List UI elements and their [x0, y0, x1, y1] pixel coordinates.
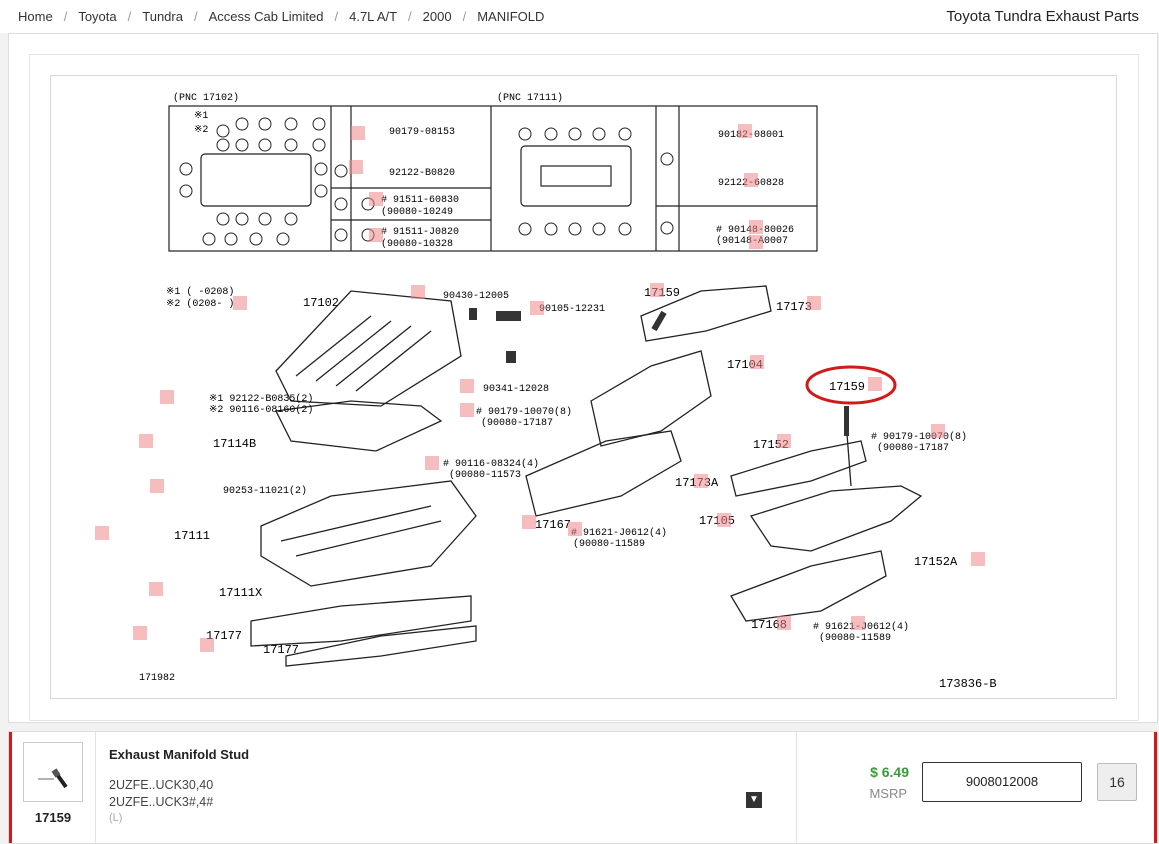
marker-1: ※1 ( -0208): [166, 286, 234, 298]
divider: [95, 732, 96, 843]
selected-indicator-left: [9, 732, 12, 843]
msrp-label: MSRP: [869, 786, 907, 801]
callout-90430: 90430-12005: [443, 291, 509, 302]
callout-90080-c: (90080-17187: [877, 442, 949, 454]
table-part-2: 92122-B0820: [389, 168, 455, 179]
breadcrumb-category[interactable]: MANIFOLD: [477, 9, 545, 24]
top-bar: Home / Toyota / Tundra / Access Cab Limited / 4.…: [0, 0, 1159, 33]
breadcrumb-separator: /: [63, 9, 68, 24]
diagram-svg: (PNC 17102) (PNC 17111) ※1 ※2 90179-0815: [95, 92, 997, 691]
highlight-ring-17159: [805, 365, 897, 405]
part-note-line3: (L): [109, 812, 123, 824]
breadcrumb-separator: /: [193, 9, 198, 24]
callout-90080-d: (90080-11589: [573, 538, 645, 550]
diagram-frame: (PNC 17102) (PNC 17111) ※1 ※2 90179-0815: [29, 54, 1139, 721]
callout-90116-b: # 90116-08324(4): [443, 458, 539, 470]
callout-17111: 17111: [174, 529, 210, 543]
breadcrumb: Home / Toyota / Tundra / Access Cab Limited / 4.…: [18, 9, 544, 24]
breadcrumb-year[interactable]: 2000: [422, 9, 452, 24]
callout-90179-b: # 90179-10070(8): [871, 431, 967, 443]
callout-92122: ※1 92122-B0835(2): [209, 393, 313, 405]
breadcrumb-separator: /: [334, 9, 339, 24]
callout-17102: 17102: [303, 296, 339, 310]
callout-17159-highlighted[interactable]: 17159: [829, 380, 865, 394]
callout-90080-e: (90080-11589: [819, 632, 891, 644]
callout-90341: 90341-12028: [483, 384, 549, 395]
quantity-button[interactable]: 16: [1097, 763, 1137, 801]
site-title: Toyota Tundra Exhaust Parts: [946, 8, 1139, 25]
part-row[interactable]: 17159 Exhaust Manifold Stud 2UZFE..UCK30…: [8, 731, 1158, 844]
pnc-right-label: (PNC 17111): [497, 92, 563, 104]
breadcrumb-model[interactable]: Tundra: [142, 9, 183, 24]
breadcrumb-separator: /: [127, 9, 132, 24]
table-part-5: # 91511-J0820: [381, 227, 459, 238]
hotspot-markers[interactable]: [95, 124, 985, 652]
callout-17177-b: 17177: [263, 643, 299, 657]
table-part-4: (90080-10249: [381, 206, 453, 218]
breadcrumb-make[interactable]: Toyota: [78, 9, 117, 24]
part-pnc: 17159: [34, 810, 72, 825]
callout-90080-b: (90080-11573: [449, 469, 521, 481]
callout-17177-a: 17177: [206, 629, 242, 643]
breadcrumb-home[interactable]: Home: [18, 9, 53, 24]
table-mark-2: ※2: [194, 125, 208, 136]
table-part-3: # 91511-60830: [381, 195, 459, 206]
diagram-code-right: 173836-B: [939, 677, 997, 691]
callout-90116-a: ※2 90116-08160(2): [209, 404, 313, 416]
marker-2: ※2 (0208- ): [166, 298, 234, 310]
breadcrumb-engine[interactable]: 4.7L A/T: [349, 9, 398, 24]
table-part-1: 90179-08153: [389, 127, 455, 138]
callout-17114b: 17114B: [213, 437, 256, 451]
callout-90105: 90105-12231: [539, 304, 605, 315]
callout-90080-a: (90080-17187: [481, 417, 553, 429]
diagram-code-left: 171982: [139, 673, 175, 684]
part-name: Exhaust Manifold Stud: [109, 747, 250, 762]
breadcrumb-separator: /: [462, 9, 467, 24]
table-mark-1: ※1: [194, 111, 208, 122]
table-part-6: (90080-10328: [381, 238, 453, 250]
diagram-panel: (PNC 17102) (PNC 17111) ※1 ※2 90179-0815: [8, 33, 1158, 723]
stud-icon[interactable]: [23, 742, 83, 802]
callout-91621-a: # 91621-J0612(4): [571, 527, 667, 539]
callout-17167: 17167: [535, 518, 571, 532]
part-note-line2: 2UZFE..UCK3#,4#: [109, 795, 214, 809]
callout-90179-a: # 90179-10070(8): [476, 406, 572, 418]
part-note-line1: 2UZFE..UCK30,40: [109, 778, 214, 792]
pnc-left-label: (PNC 17102): [173, 92, 239, 104]
callout-90253: 90253-11021(2): [223, 485, 307, 497]
callout-17152a: 17152A: [914, 555, 958, 569]
divider: [796, 732, 797, 843]
part-price: $ 6.49: [870, 764, 909, 780]
parts-diagram[interactable]: (PNC 17102) (PNC 17111) ※1 ※2 90179-0815: [50, 75, 1117, 699]
part-number-field[interactable]: 9008012008: [922, 762, 1082, 802]
chevron-down-icon[interactable]: ▼: [746, 792, 762, 808]
selected-indicator-right: [1154, 732, 1157, 843]
callout-17173: 17173: [776, 300, 812, 314]
callout-17111x: 17111X: [219, 586, 262, 600]
breadcrumb-separator: /: [408, 9, 412, 24]
breadcrumb-trim[interactable]: Access Cab Limited: [208, 9, 324, 24]
